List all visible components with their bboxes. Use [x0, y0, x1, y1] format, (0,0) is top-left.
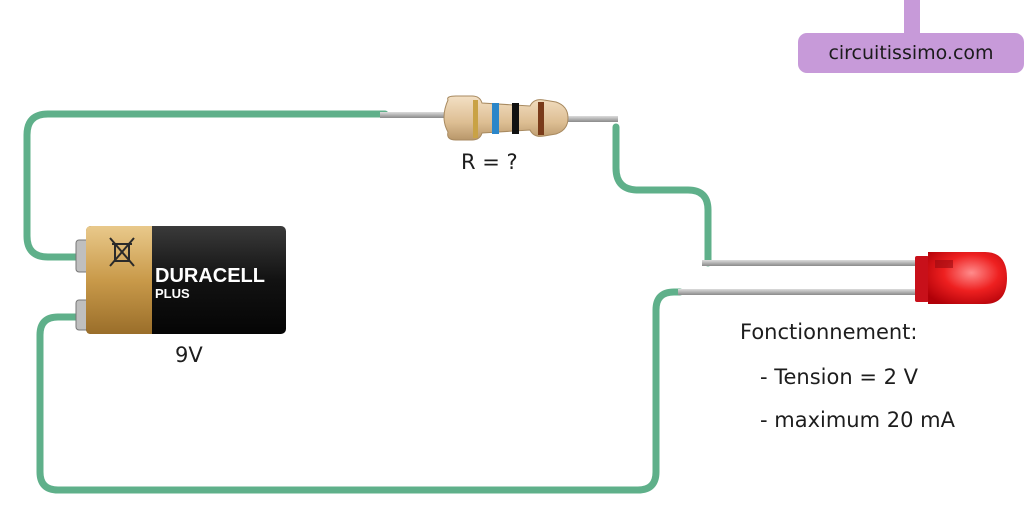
- resistor-body: [443, 95, 569, 141]
- led-anvil: [935, 260, 953, 268]
- resistor-band-gold: [473, 100, 478, 138]
- led-specs-title: Fonctionnement:: [740, 320, 918, 344]
- wire-battery-to-resistor: [23, 110, 389, 261]
- resistor-band-black: [512, 103, 519, 134]
- resistor-lead-left: [380, 112, 450, 118]
- resistor: [380, 95, 618, 141]
- battery-gold-cap: [86, 226, 152, 334]
- resistor-band-brown: [538, 102, 544, 135]
- resistor-lead-right: [560, 116, 618, 122]
- recycle-bin-crossed-icon: [109, 237, 135, 267]
- brand-site-text: circuitissimo.com: [828, 42, 994, 64]
- led-lead-cathode: [678, 289, 924, 295]
- battery-line-text: PLUS: [155, 286, 190, 301]
- wire-led-to-battery: [36, 288, 684, 494]
- led-spec-current: - maximum 20 mA: [760, 408, 955, 432]
- led-lens: [928, 252, 1007, 304]
- brand-badge-tab: [904, 0, 920, 36]
- led-red: [678, 252, 1007, 304]
- brand-badge: circuitissimo.com: [798, 33, 1024, 73]
- led-lead-anode: [702, 260, 924, 266]
- resistor-band-blue: [492, 103, 499, 134]
- resistor-label: R = ?: [461, 150, 518, 174]
- wire-resistor-to-led: [612, 123, 712, 267]
- led-spec-voltage: - Tension = 2 V: [760, 365, 919, 389]
- battery-9v: DURACELL PLUS: [75, 226, 286, 334]
- battery-brand-text: DURACELL: [155, 265, 265, 287]
- battery-voltage-label: 9V: [175, 343, 203, 367]
- led-rim: [915, 256, 929, 302]
